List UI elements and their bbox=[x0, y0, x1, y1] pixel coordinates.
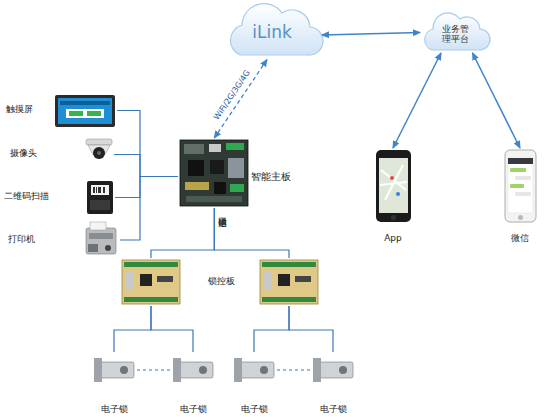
lock-node: 电子锁 bbox=[91, 352, 137, 414]
phone-image bbox=[376, 150, 411, 222]
connector bbox=[254, 306, 289, 352]
phone-image bbox=[505, 150, 536, 222]
device-node: 二维码扫描 bbox=[2, 179, 115, 216]
lock-image bbox=[94, 358, 134, 382]
connector bbox=[114, 306, 151, 352]
connector bbox=[114, 155, 178, 177]
node-label: 智能主板 bbox=[251, 171, 291, 183]
main-board-node: 智能主板 bbox=[178, 138, 288, 208]
node-label: 触摸屏 bbox=[6, 104, 33, 114]
lock-board-image bbox=[122, 260, 180, 304]
cloud-node: 业务管 理平台 bbox=[420, 5, 490, 55]
lock-board-node bbox=[258, 258, 320, 306]
node-label: 电子锁 bbox=[91, 404, 137, 414]
lock-node: 电子锁 bbox=[231, 352, 277, 414]
device-node: 打印机 bbox=[6, 221, 120, 259]
device-node: 摄像头 bbox=[8, 137, 114, 172]
lock-board-image bbox=[260, 260, 318, 304]
connector bbox=[214, 60, 267, 138]
edge-label: WiFi/2G/3G/4G bbox=[212, 68, 252, 121]
phone-node: 微信 bbox=[497, 148, 543, 243]
phone-node: App bbox=[368, 148, 418, 243]
connector bbox=[473, 53, 521, 148]
connector bbox=[322, 33, 420, 36]
lock-node: 电子锁 bbox=[170, 352, 216, 414]
connector bbox=[137, 369, 170, 370]
lock-image bbox=[313, 358, 353, 382]
node-label: 摄像头 bbox=[10, 148, 37, 158]
connector bbox=[214, 208, 289, 258]
device-node: 触摸屏 bbox=[4, 92, 117, 129]
node-label: 电子锁 bbox=[310, 404, 356, 414]
connector bbox=[151, 306, 193, 352]
connector bbox=[289, 306, 333, 352]
lock-node: 电子锁 bbox=[310, 352, 356, 414]
node-label: 电子锁 bbox=[231, 404, 277, 414]
node-label: iLink bbox=[222, 23, 322, 43]
node-label: 锁控板 bbox=[208, 276, 235, 286]
node-label: 打印机 bbox=[8, 234, 35, 244]
cloud-node: iLink bbox=[222, 2, 322, 62]
touchscreen-image bbox=[55, 95, 115, 127]
cloud-shape bbox=[425, 13, 490, 50]
node-label: App bbox=[368, 233, 418, 243]
node-label: 微信 bbox=[497, 233, 543, 243]
main-board-image bbox=[180, 140, 248, 206]
printer-image bbox=[86, 222, 116, 254]
scanner-image bbox=[87, 181, 113, 214]
node-label: 二维码扫描 bbox=[4, 191, 49, 201]
connector bbox=[120, 177, 178, 241]
camera-image bbox=[86, 139, 112, 159]
node-label: 电子锁 bbox=[170, 404, 216, 414]
connector bbox=[151, 208, 214, 258]
connector bbox=[393, 53, 441, 148]
lock-image bbox=[173, 358, 213, 382]
connector bbox=[115, 177, 178, 198]
lock-board-node: 锁控板 bbox=[120, 258, 230, 306]
connector bbox=[117, 111, 178, 177]
node-label: 业务管 理平台 bbox=[440, 24, 470, 44]
lock-image bbox=[234, 358, 274, 382]
connector bbox=[277, 369, 310, 370]
